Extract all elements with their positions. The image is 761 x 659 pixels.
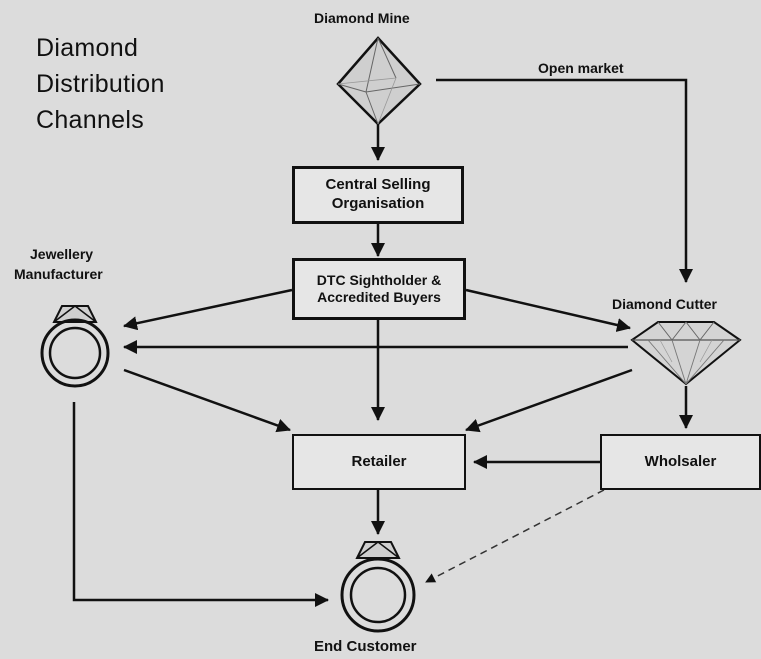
retailer-label: Retailer bbox=[351, 452, 407, 470]
arrow-open-market bbox=[436, 78, 693, 283]
label-open-market: Open market bbox=[538, 60, 624, 76]
box-retailer: Retailer bbox=[292, 434, 466, 490]
cso-label-line-2: Organisation bbox=[331, 195, 425, 212]
label-diamond-mine: Diamond Mine bbox=[314, 10, 410, 26]
diagram-title-line-1: Diamond bbox=[36, 34, 139, 62]
label-jewellery-line-1: Jewellery bbox=[30, 246, 94, 262]
arrow-dtc-to-cutter bbox=[465, 288, 631, 332]
box-dtc-sightholder: DTC Sightholder & Accredited Buyers bbox=[292, 258, 466, 320]
dtc-label-line-1: DTC Sightholder & bbox=[316, 271, 442, 288]
ring-icon-jeweller bbox=[40, 305, 110, 388]
diagram-title-line-3: Channels bbox=[36, 106, 145, 134]
cut-diamond-icon bbox=[630, 321, 742, 386]
ring-icon-customer bbox=[340, 541, 416, 633]
arrow-dtc-to-jeweller bbox=[123, 288, 293, 331]
diamond-mine-icon bbox=[336, 36, 422, 126]
arrow-jeweller-to-customer bbox=[72, 402, 329, 607]
cso-label-line-1: Central Selling bbox=[325, 176, 431, 194]
dtc-label-line-2: Accredited Buyers bbox=[317, 289, 441, 305]
arrow-cutter-to-retailer bbox=[465, 368, 633, 433]
arrow-jeweller-to-retailer bbox=[123, 368, 291, 433]
diagram-title-line-2: Distribution bbox=[36, 70, 165, 98]
wholesaler-label: Wholsaler bbox=[644, 452, 717, 470]
box-central-selling-organisation: Central Selling Organisation bbox=[292, 166, 464, 224]
label-jewellery-line-2: Manufacturer bbox=[14, 266, 103, 282]
box-wholesaler: Wholsaler bbox=[600, 434, 761, 490]
arrow-wholesaler-to-customer bbox=[425, 489, 605, 583]
label-diamond-cutter: Diamond Cutter bbox=[612, 296, 717, 312]
label-end-customer: End Customer bbox=[314, 638, 417, 655]
